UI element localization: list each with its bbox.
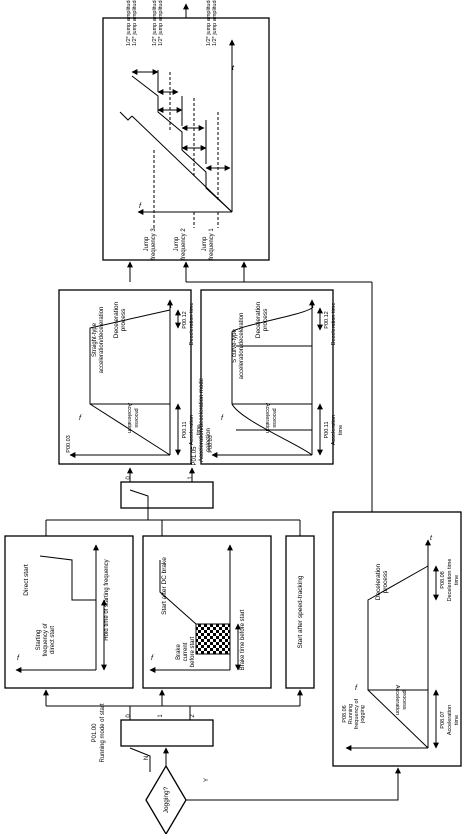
dc-brake-current-line-3: before start [190, 636, 196, 667]
jog-acc-text-line-1: Acceleration [447, 705, 453, 735]
dc-brake-current-line-1: Brake [176, 644, 182, 660]
straight-max-freq: P00.03 [66, 435, 72, 452]
scurve-acc-code: P00.11 [324, 421, 330, 438]
straight-acc-code: P00.11 [182, 421, 188, 438]
jump-amplitude-label-4: 1/2* jump amplitude 2 [158, 0, 164, 46]
jump-amplitude-label-3: 1/2* jump amplitude 2 [152, 0, 158, 46]
jump-amplitude-label-2: 1/2* jump amplitude 3 [132, 0, 138, 46]
straight-dec-code: P00.12 [182, 311, 188, 328]
straight-acc-text-line-2: time [196, 425, 202, 435]
running-mode-name: Running mode of start [100, 703, 106, 762]
jog-dec-process-line-1: Deceleration [375, 563, 382, 600]
jump-amplitude-label-1: 1/2* jump amplitude 3 [126, 0, 132, 46]
speed-tracking-title: Start after speed-tracking [297, 575, 304, 648]
scurve-acc-text-line-2: time [338, 425, 344, 435]
jump-frequency-2-line-2: frequency 2 [181, 228, 187, 260]
jump-amplitude-label-6: 1/2* jump amplitude 1 [212, 0, 218, 46]
scurve-title-line-2: acceleration/deceleration [239, 313, 245, 380]
jog-acc-process-line-1: Acceleration [394, 685, 400, 715]
jump-frequency-3-line-2: frequency 3 [151, 228, 157, 260]
jump-frequency-1-line-2: frequency 1 [209, 228, 215, 260]
scurve-t-label: t [312, 303, 315, 310]
jog-run-text-line-3: jogging [360, 705, 366, 724]
scurve-dec-process-line-1: Deceleration [255, 301, 262, 338]
dc-brake-current-line-2: current [183, 642, 189, 661]
dc-brake-time: Brake time before start [240, 609, 246, 670]
brake-hatch [195, 623, 231, 655]
accdec-port-0: 0 [126, 476, 132, 480]
direct-start-box [4, 535, 134, 689]
jump-t-label: t [232, 65, 235, 72]
direct-start-freq-line-2: frequency of [43, 623, 49, 656]
dc-f-label: f [151, 655, 154, 662]
dc-brake-title: Start after DC brake [161, 557, 168, 615]
arrow-yes-to-jog [186, 767, 401, 801]
straight-title-line-2: acceleration/deceleration [99, 307, 105, 374]
straight-curve-box [58, 289, 192, 465]
running-mode-port-1: 1 [158, 714, 164, 718]
jog-t-label: t [430, 535, 433, 542]
decision-label: Jogging? [163, 786, 170, 813]
jog-dec-process-line-2: process [382, 570, 389, 594]
jog-run-text-line-1: Running [348, 704, 354, 725]
jog-run-text-line-2: frequency of [354, 698, 360, 729]
jog-acc-code: P08.07 [440, 711, 446, 728]
jump-amplitude-label-5: 1/2* jump amplitude 1 [206, 0, 212, 46]
scurve-acc-process-line-1: Acceleration [264, 403, 270, 433]
jog-dec-code: P08.08 [440, 571, 446, 588]
decision-no: N [144, 756, 150, 760]
s-curve-box [200, 289, 334, 465]
scurve-acc-process-line-2: process [271, 408, 277, 428]
straight-acc-process-line-1: Acceleration [126, 403, 132, 433]
straight-title-line-1: Straight-type [92, 322, 98, 357]
jog-acc-text-line-2: time [454, 715, 460, 725]
scurve-acc-text-line-1: Acceleration [331, 415, 337, 445]
accdec-name: Acceleration/deceleration mode [199, 377, 205, 462]
scurve-dec-process-line-2: process [262, 308, 269, 332]
straight-acc-process-line-2: process [133, 408, 139, 428]
scurve-max-freq: P00.03 [208, 435, 214, 452]
jump-frequency-3-line-1: Jump [144, 236, 150, 251]
accdec-code: P01.05 [192, 446, 198, 466]
scurve-dec-text: Deceleration time [331, 303, 337, 346]
direct-start-title: Direct start [23, 564, 30, 596]
accdec-name-2: selection [206, 428, 212, 452]
jump-frequency-box [102, 17, 270, 261]
direct-start-freq-line-3: direct start [50, 626, 56, 654]
scurve-f-label: f [221, 415, 224, 422]
direct-start-freq-line-1: Starting [36, 630, 42, 651]
jog-dec-text-line-2: time [454, 575, 460, 585]
running-mode-selector-box [120, 719, 214, 747]
straight-dec-process-line-1: Deceleration [113, 301, 120, 338]
scurve-title-line-1: S curve-type [232, 329, 238, 363]
jog-run-code: P08.06 [342, 705, 348, 722]
direct-start-hold: Hold time of starting frequency [104, 559, 110, 640]
jump-staircase [131, 75, 233, 213]
accdec-port-1: 1 [188, 476, 194, 480]
straight-dec-text: Deceleration time [189, 303, 195, 346]
straight-acc-text-line-1: Acceleration [189, 415, 195, 445]
jog-box [332, 511, 462, 767]
straight-f-label: f [79, 415, 82, 422]
speed-tracking-box [285, 535, 315, 689]
jump-frequency-2-line-1: Jump [174, 236, 180, 251]
accdec-selector-box [120, 481, 214, 509]
straight-dec-process-line-2: process [120, 308, 127, 332]
jog-dec-text-line-1: Deceleration time [447, 559, 453, 602]
decision-yes: Y [204, 778, 210, 782]
jog-acc-process-line-2: process [401, 690, 407, 710]
running-mode-port-2: 2 [190, 714, 196, 718]
dc-brake-start-box [142, 535, 272, 689]
jog-f-label: f [355, 685, 358, 692]
direct-f-label: f [17, 655, 20, 662]
straight-t-label: t [170, 303, 173, 310]
running-mode-code: P01.00 [92, 723, 98, 743]
jump-f-label: f [139, 203, 142, 210]
scurve-dec-code: P00.12 [324, 311, 330, 328]
running-mode-port-0: 0 [126, 714, 132, 718]
jump-frequency-1-line-1: Jump [202, 236, 208, 251]
